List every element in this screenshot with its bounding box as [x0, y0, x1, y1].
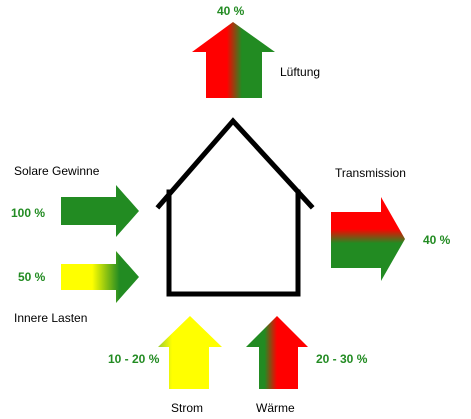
- lueftung-arrow: [192, 22, 275, 98]
- strom-percentage: 10 - 20 %: [108, 352, 160, 366]
- transmission-arrow: [331, 197, 405, 281]
- waerme-arrow: [246, 316, 308, 389]
- innere-lasten-arrow: [61, 251, 139, 303]
- lueftung-percentage: 40 %: [217, 4, 245, 18]
- transmission-percentage: 40 %: [423, 233, 451, 247]
- solare-gewinne-label: Solare Gewinne: [14, 164, 100, 178]
- solare-gewinne-arrow: [61, 185, 139, 237]
- lueftung-label: Lüftung: [280, 65, 321, 79]
- house-outline: [155, 117, 315, 297]
- solare-gewinne-percentage: 100 %: [11, 206, 46, 220]
- transmission-label: Transmission: [335, 166, 406, 180]
- innere-lasten-label: Innere Lasten: [14, 311, 88, 325]
- strom-arrow: [158, 316, 222, 389]
- waerme-label: Wärme: [256, 401, 295, 415]
- innere-lasten-percentage: 50 %: [18, 270, 46, 284]
- strom-label: Strom: [171, 401, 204, 415]
- waerme-percentage: 20 - 30 %: [316, 352, 368, 366]
